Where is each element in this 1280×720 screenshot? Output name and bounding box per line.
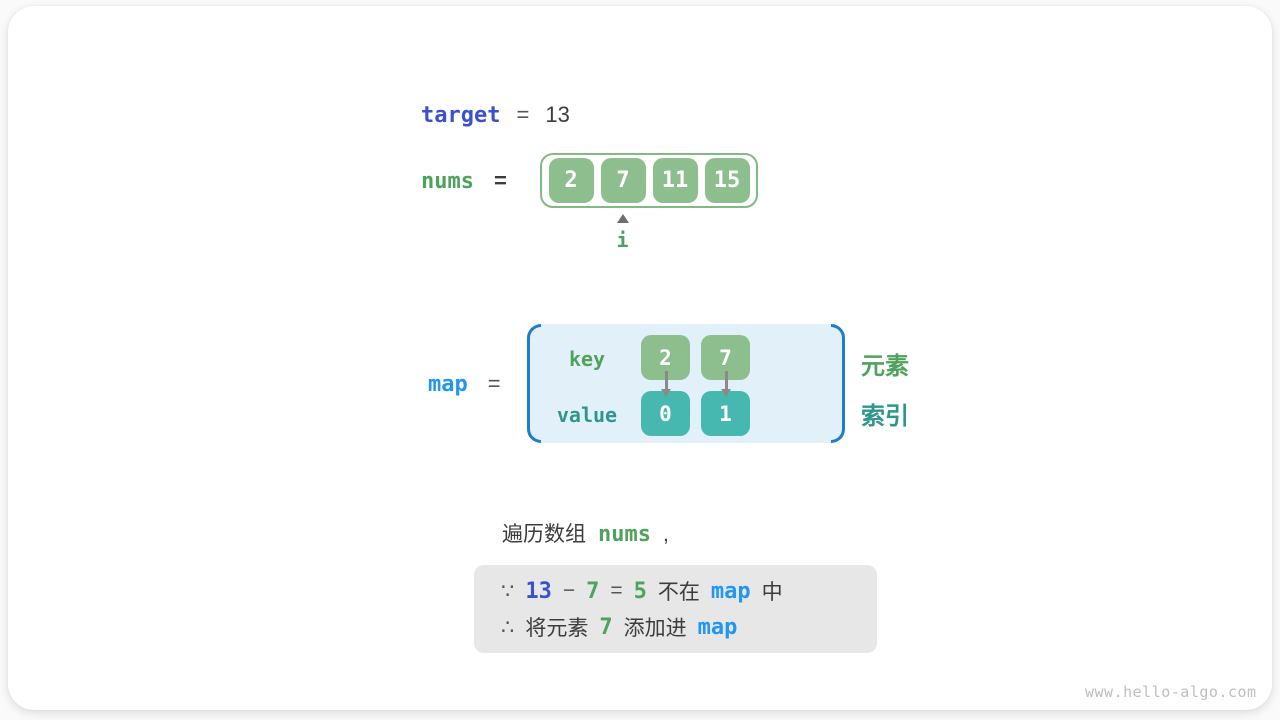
arrow-shaft (724, 371, 728, 389)
array-cell: 2 (548, 158, 594, 203)
because-symbol: ∵ (501, 579, 515, 603)
note-result: 5 (633, 578, 647, 604)
map-equals: = (487, 371, 501, 396)
map-value-cell: 0 (641, 391, 690, 436)
figure-card: target = 13 nums = 2 7 11 15 i map = key… (8, 6, 1272, 710)
traverse-sentence: 遍历数组 nums , (502, 518, 669, 548)
up-arrow-icon (616, 214, 629, 223)
note-operand: 7 (586, 578, 600, 604)
value-row-label: value (556, 403, 618, 427)
nums-array: 2 7 11 15 (540, 153, 758, 208)
note-line-2: ∴ 将元素 7 添加进 map (501, 609, 877, 645)
array-cell: 11 (652, 158, 698, 203)
reasoning-note-box: ∵ 13 − 7 = 5 不在 map 中 ∴ 将元素 7 添加进 map (474, 565, 877, 653)
target-line: target = 13 (421, 102, 570, 128)
nums-label-line: nums = (421, 168, 507, 194)
minus-sign: − (562, 579, 576, 602)
map-keyword: map (428, 372, 468, 397)
note-map-keyword: map (697, 614, 738, 640)
key-row-label: key (568, 347, 606, 371)
bracket-right-icon (831, 324, 845, 443)
array-cell: 15 (704, 158, 750, 203)
traverse-nums-keyword: nums (598, 522, 651, 547)
traverse-prefix: 遍历数组 (502, 523, 586, 546)
traverse-comma: , (662, 523, 669, 546)
note-text-not-in: 不在 (657, 581, 700, 604)
arrow-head (661, 389, 671, 397)
target-keyword: target (421, 103, 501, 128)
site-watermark: www.hello-algo.com (1085, 683, 1257, 701)
target-equals: = (516, 102, 530, 127)
note-target-value: 13 (525, 578, 552, 604)
note-map-keyword: map (710, 578, 751, 604)
arrow-head (721, 389, 731, 397)
target-value: 13 (545, 102, 570, 127)
array-cell: 7 (600, 158, 646, 203)
index-side-label: 索引 (861, 403, 909, 430)
note-text-into: 添加进 (623, 617, 687, 640)
element-side-label: 元素 (861, 353, 909, 380)
note-text-in: 中 (761, 581, 783, 604)
nums-keyword: nums (421, 169, 474, 194)
nums-equals: = (493, 168, 507, 193)
map-value-cell: 1 (701, 391, 750, 436)
index-pointer: i (600, 214, 645, 252)
note-operand: 7 (599, 614, 613, 640)
pointer-label: i (616, 228, 629, 252)
equals-sign: = (610, 579, 623, 602)
map-label-line: map = (428, 371, 501, 397)
down-arrow-icon (721, 371, 731, 397)
down-arrow-icon (661, 371, 671, 397)
bracket-left-icon (527, 324, 541, 443)
arrow-shaft (664, 371, 668, 389)
note-text-add: 将元素 (525, 617, 589, 640)
therefore-symbol: ∴ (501, 615, 515, 639)
note-line-1: ∵ 13 − 7 = 5 不在 map 中 (501, 573, 877, 609)
hash-map-box: key value 2 7 0 1 (527, 324, 845, 443)
